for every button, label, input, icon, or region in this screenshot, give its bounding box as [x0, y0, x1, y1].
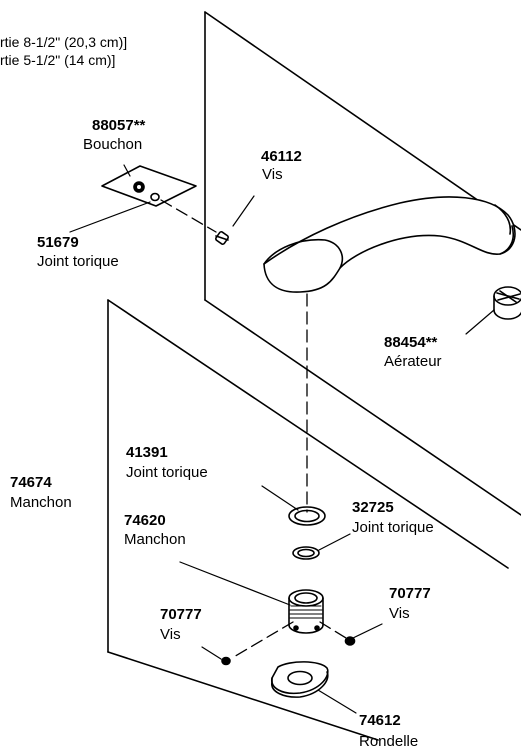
part-number-74620: 74620	[124, 512, 166, 529]
part-name-88454: Aérateur	[384, 353, 442, 370]
lower-deck-plane	[107, 299, 509, 741]
part-number-88057: 88057**	[92, 117, 146, 134]
set-screw-46112-icon	[215, 231, 229, 245]
part-number-32725: 32725	[352, 499, 394, 516]
leader-lines	[69, 164, 495, 714]
part-number-51679: 51679	[37, 234, 79, 251]
o-ring-32725-icon	[292, 546, 320, 560]
part-name-70777-left: Vis	[160, 626, 181, 643]
upper-deck-plane	[204, 11, 521, 516]
part-number-46112: 46112	[261, 148, 302, 165]
screw-70777-left-icon	[221, 656, 231, 666]
part-name-74674: Manchon	[10, 494, 72, 511]
part-number-88454: 88454**	[384, 334, 438, 351]
part-name-70777-right: Vis	[389, 605, 410, 622]
part-name-32725: Joint torique	[352, 519, 434, 536]
part-name-88057: Bouchon	[83, 136, 143, 153]
header-line-1: rtie 8-1/2" (20,3 cm)]	[0, 34, 128, 50]
sleeve-74620-icon	[288, 589, 324, 634]
part-number-41391: 41391	[126, 444, 168, 461]
part-number-70777-left: 70777	[160, 606, 202, 623]
part-number-74674: 74674	[10, 474, 52, 491]
header-line-2: rtie 5-1/2" (14 cm)]	[0, 52, 116, 68]
part-name-51679: Joint torique	[37, 253, 119, 270]
cap-plate-icon	[101, 165, 197, 207]
washer-74612-icon	[271, 661, 329, 698]
assembly-axis-lines	[160, 199, 347, 659]
part-number-74612: 74612	[359, 712, 401, 729]
part-name-46112: Vis	[262, 166, 283, 183]
aerator-icon	[493, 286, 521, 320]
part-name-41391: Joint torique	[126, 464, 208, 481]
part-name-74620: Manchon	[124, 531, 186, 548]
screw-70777-right-icon	[344, 636, 356, 646]
spout-icon	[263, 196, 516, 293]
part-number-70777-right: 70777	[389, 585, 431, 602]
part-name-74612: Rondelle	[359, 733, 419, 750]
